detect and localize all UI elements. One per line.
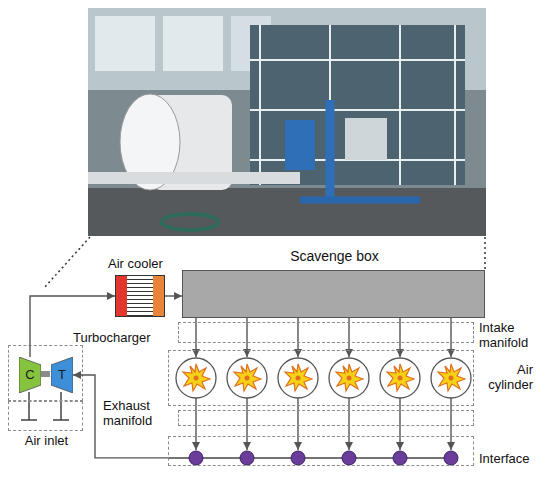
photo-hose bbox=[162, 214, 218, 230]
photo-panel bbox=[345, 118, 387, 160]
combustion-symbol bbox=[336, 364, 363, 391]
photo-window bbox=[95, 16, 155, 71]
scavenge-box: Scavenge box bbox=[182, 270, 485, 318]
node-label: Exhaust manifold bbox=[103, 399, 173, 428]
turbo-shaft bbox=[40, 371, 50, 377]
interface-dot bbox=[240, 451, 254, 465]
cylinder-circle bbox=[227, 358, 267, 398]
cylinder-circle bbox=[380, 358, 420, 398]
node-label: Intake manifold bbox=[479, 321, 541, 350]
exhaust-collector bbox=[168, 457, 451, 458]
photo-floor bbox=[88, 188, 486, 236]
compressor-shape-fill bbox=[19, 357, 41, 393]
interface-group: Interface bbox=[168, 436, 474, 466]
intake-arrow bbox=[246, 318, 247, 357]
interface-dots bbox=[189, 451, 458, 465]
combustion-symbol bbox=[285, 364, 312, 391]
photo-blue-unit bbox=[285, 120, 315, 170]
intake-arrows bbox=[196, 318, 451, 357]
photo-blue-pipe bbox=[326, 100, 335, 200]
node-label: C bbox=[19, 357, 41, 393]
combustion-symbol bbox=[183, 364, 210, 391]
air-cylinder-group: Air cylinder bbox=[168, 350, 474, 406]
turbine-shape-fill bbox=[51, 357, 73, 393]
combustion-symbol bbox=[234, 364, 261, 391]
intake-manifold-group: Intake manifold bbox=[178, 322, 474, 343]
photo-blue-pipe bbox=[300, 197, 420, 204]
intake-arrow bbox=[450, 318, 451, 357]
engine-photo bbox=[88, 8, 486, 236]
intake-arrow bbox=[399, 318, 400, 357]
cylinder-circle bbox=[278, 358, 318, 398]
photo-scaffold bbox=[250, 25, 465, 185]
node-label: T bbox=[51, 357, 73, 393]
photo-window bbox=[163, 16, 223, 71]
flow-arrow bbox=[165, 295, 182, 296]
node-label: Air cylinder bbox=[477, 363, 533, 392]
node-label: Interface bbox=[479, 452, 547, 467]
intake-arrow bbox=[348, 318, 349, 357]
interface-dot bbox=[393, 451, 407, 465]
node-label: Air inlet bbox=[9, 434, 84, 449]
zoom-line bbox=[44, 237, 90, 288]
photo-background bbox=[88, 8, 486, 236]
intake-arrow bbox=[297, 318, 298, 357]
exhaust-manifold-group: Exhaust manifold bbox=[178, 410, 474, 426]
intake-arrow bbox=[195, 318, 196, 357]
node-label: Turbocharger bbox=[73, 331, 165, 346]
air-cooler-box: Air cooler bbox=[115, 275, 165, 317]
flow-arrow bbox=[73, 375, 168, 458]
interface-dot bbox=[444, 451, 458, 465]
combustion-symbol bbox=[438, 364, 465, 391]
air-inlet-group: Air inlet bbox=[8, 401, 83, 431]
interface-dot bbox=[189, 451, 203, 465]
cylinder-circle bbox=[176, 358, 216, 398]
interface-dot bbox=[342, 451, 356, 465]
node-label: Scavenge box bbox=[183, 249, 486, 265]
photo-engine-frame bbox=[250, 25, 465, 185]
zoom-line bbox=[484, 237, 486, 270]
cylinders bbox=[176, 358, 471, 398]
turbine-shape: T bbox=[51, 357, 73, 393]
turbocharger-group: TurbochargerCT bbox=[8, 345, 83, 401]
combustion-symbol bbox=[387, 364, 414, 391]
inlet-pipe bbox=[21, 392, 69, 420]
interface-dot bbox=[291, 451, 305, 465]
flow-arrow bbox=[30, 296, 115, 357]
photo-white-pipe bbox=[88, 172, 300, 184]
compressor-shape: C bbox=[19, 357, 41, 393]
cylinder-circle bbox=[329, 358, 369, 398]
cylinder-circle bbox=[431, 358, 471, 398]
